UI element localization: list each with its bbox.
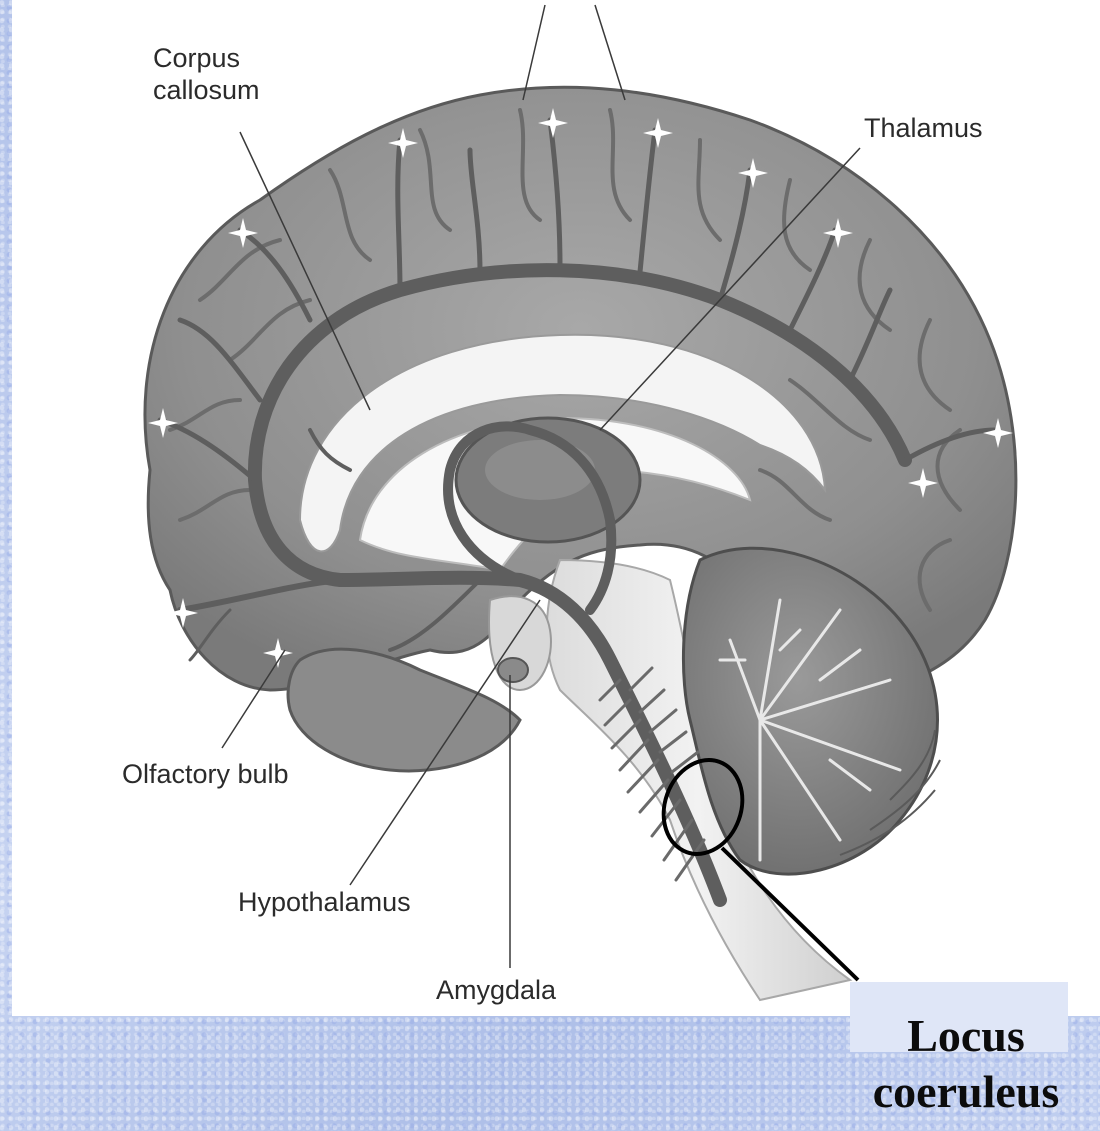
label-olfactory-bulb: Olfactory bulb [122,758,289,790]
temporal-lobe [288,649,520,771]
label-amygdala: Amygdala [436,974,556,1006]
label-corpus-callosum: Corpus callosum [153,42,260,106]
label-hypothalamus: Hypothalamus [238,886,411,918]
amygdala [498,658,528,682]
thalamus-highlight [485,440,595,500]
label-locus-coeruleus: Locus coeruleus [836,1008,1096,1120]
label-thalamus: Thalamus [864,112,983,144]
